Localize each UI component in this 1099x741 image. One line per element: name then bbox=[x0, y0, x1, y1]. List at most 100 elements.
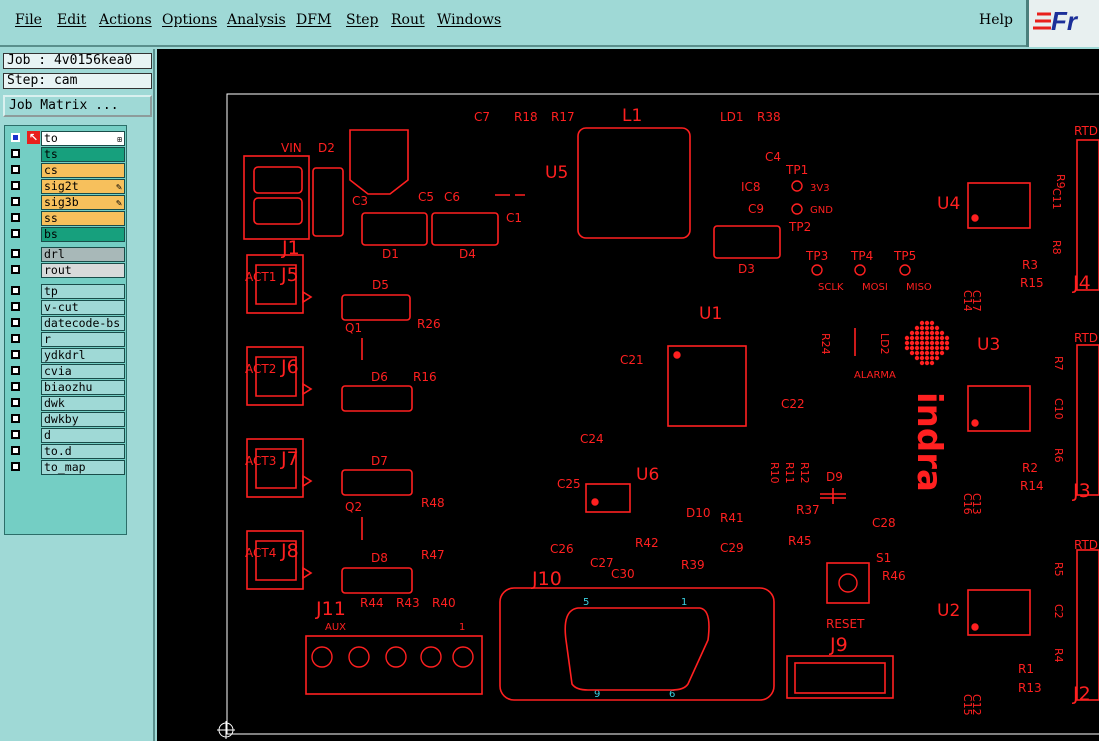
layer-visibility-checkbox[interactable] bbox=[11, 249, 20, 258]
layer-name[interactable]: biaozhu bbox=[41, 380, 125, 395]
layer-row-to[interactable]: ↖to⊞ bbox=[7, 131, 126, 146]
buzzer-hole bbox=[919, 340, 925, 346]
layer-name[interactable]: cvia bbox=[41, 364, 125, 379]
layer-name[interactable]: dwk bbox=[41, 396, 125, 411]
job-name-field: Job : 4v0156kea0 bbox=[3, 53, 152, 69]
buzzer-hole bbox=[929, 350, 935, 356]
layer-row-bs[interactable]: bs bbox=[7, 227, 126, 242]
layer-name[interactable]: to ⊞ bbox=[41, 131, 125, 146]
pcb-label-c13: C13 bbox=[970, 493, 983, 515]
act-connector-body bbox=[255, 448, 297, 489]
layer-row-dwk[interactable]: dwk bbox=[7, 396, 126, 411]
layer-name[interactable]: dwkby bbox=[41, 412, 125, 427]
layer-visibility-checkbox[interactable] bbox=[11, 165, 20, 174]
layer-visibility-checkbox[interactable] bbox=[11, 229, 20, 238]
layer-row-drl[interactable]: drl bbox=[7, 247, 126, 262]
layer-row-ss[interactable]: ss bbox=[7, 211, 126, 226]
pcb-label-d5: D5 bbox=[372, 278, 389, 292]
layer-name[interactable]: to.d bbox=[41, 444, 125, 459]
layer-visibility-checkbox[interactable] bbox=[11, 382, 20, 391]
buzzer-hole bbox=[939, 345, 945, 351]
layer-name[interactable]: drl bbox=[41, 247, 125, 262]
layer-visibility-checkbox[interactable] bbox=[11, 334, 20, 343]
layer-visibility-checkbox[interactable] bbox=[11, 446, 20, 455]
layer-row-cvia[interactable]: cvia bbox=[7, 364, 126, 379]
menu-file[interactable]: File bbox=[15, 12, 42, 28]
layer-name[interactable]: cs bbox=[41, 163, 125, 178]
layer-visibility-checkbox[interactable] bbox=[11, 265, 20, 274]
layer-row-tp[interactable]: tp bbox=[7, 284, 126, 299]
act-connector-outline bbox=[246, 254, 304, 314]
layer-name[interactable]: r bbox=[41, 332, 125, 347]
pcb-label-c16: C16 bbox=[961, 493, 974, 515]
layer-visibility-checkbox[interactable] bbox=[11, 213, 20, 222]
layer-name[interactable]: bs bbox=[41, 227, 125, 242]
menu-help[interactable]: Help bbox=[979, 12, 1013, 28]
layer-visibility-checkbox[interactable] bbox=[11, 414, 20, 423]
layer-name-label: sig2t bbox=[44, 179, 79, 193]
layer-name[interactable]: sig2t✎ bbox=[41, 179, 125, 194]
layer-visibility-checkbox[interactable] bbox=[11, 181, 20, 190]
layer-visibility-checkbox[interactable] bbox=[11, 350, 20, 359]
job-matrix-button[interactable]: Job Matrix ... bbox=[3, 95, 152, 117]
layer-row-to.d[interactable]: to.d bbox=[7, 444, 126, 459]
layer-row-sig2t[interactable]: sig2t✎ bbox=[7, 179, 126, 194]
layer-visibility-checkbox[interactable] bbox=[11, 318, 20, 327]
layer-row-ydkdrl[interactable]: ydkdrl bbox=[7, 348, 126, 363]
layer-name[interactable]: d bbox=[41, 428, 125, 443]
pin1-marker bbox=[673, 351, 681, 359]
layer-name[interactable]: sig3b✎ bbox=[41, 195, 125, 210]
layer-options-icon[interactable]: ⊞ bbox=[117, 135, 122, 144]
layer-row-r[interactable]: r bbox=[7, 332, 126, 347]
pcb-label-pin1: 1 bbox=[681, 597, 687, 608]
layer-visibility-checkbox[interactable] bbox=[11, 133, 20, 142]
layer-name[interactable]: ts bbox=[41, 147, 125, 162]
layer-row-sig3b[interactable]: sig3b✎ bbox=[7, 195, 126, 210]
layer-row-d[interactable]: d bbox=[7, 428, 126, 443]
layer-row-to_map[interactable]: to_map bbox=[7, 460, 126, 475]
menu-actions[interactable]: Actions bbox=[99, 12, 152, 28]
layer-name[interactable]: rout bbox=[41, 263, 125, 278]
layer-name[interactable]: to_map bbox=[41, 460, 125, 475]
layer-visibility-checkbox[interactable] bbox=[11, 430, 20, 439]
layer-row-v-cut[interactable]: v-cut bbox=[7, 300, 126, 315]
pcb-label-tp5: TP5 bbox=[893, 249, 916, 263]
layer-visibility-checkbox[interactable] bbox=[11, 398, 20, 407]
menu-edit[interactable]: Edit bbox=[57, 12, 87, 28]
layer-row-datecode-bs[interactable]: datecode-bs bbox=[7, 316, 126, 331]
layer-visibility-checkbox[interactable] bbox=[11, 149, 20, 158]
pcb-label-ld1: LD1 bbox=[720, 110, 744, 124]
layer-name[interactable]: ydkdrl bbox=[41, 348, 125, 363]
menu-analysis[interactable]: Analysis bbox=[227, 12, 286, 28]
layer-row-rout[interactable]: rout bbox=[7, 263, 126, 278]
layer-name-label: dwk bbox=[44, 396, 65, 410]
menu-windows[interactable]: Windows bbox=[437, 12, 502, 28]
buzzer-hole bbox=[914, 355, 920, 361]
layer-name[interactable]: datecode-bs bbox=[41, 316, 125, 331]
layer-name-label: to bbox=[44, 131, 58, 145]
pcb-label-r7: R7 bbox=[1052, 356, 1065, 371]
layer-row-ts[interactable]: ts bbox=[7, 147, 126, 162]
menu-step[interactable]: Step bbox=[346, 12, 379, 28]
layer-name[interactable]: ss bbox=[41, 211, 125, 226]
pcb-label-r24: R24 bbox=[819, 333, 832, 355]
layer-visibility-checkbox[interactable] bbox=[11, 286, 20, 295]
layer-name[interactable]: v-cut bbox=[41, 300, 125, 315]
layer-name[interactable]: tp bbox=[41, 284, 125, 299]
pcb-label-j10: J10 bbox=[531, 568, 562, 590]
layer-row-dwkby[interactable]: dwkby bbox=[7, 412, 126, 427]
layer-visibility-checkbox[interactable] bbox=[11, 366, 20, 375]
menu-rout[interactable]: Rout bbox=[391, 12, 425, 28]
layer-visibility-checkbox[interactable] bbox=[11, 302, 20, 311]
layer-visibility-checkbox[interactable] bbox=[11, 462, 20, 471]
menu-dfm[interactable]: DFM bbox=[296, 12, 332, 28]
layer-visibility-checkbox[interactable] bbox=[11, 197, 20, 206]
layer-row-cs[interactable]: cs bbox=[7, 163, 126, 178]
diode-d8-outline bbox=[341, 567, 413, 594]
menu-options[interactable]: Options bbox=[162, 12, 218, 28]
pcb-label-d10: D10 bbox=[686, 506, 711, 520]
buzzer-hole bbox=[919, 335, 925, 341]
layer-row-biaozhu[interactable]: biaozhu bbox=[7, 380, 126, 395]
buzzer-hole bbox=[919, 325, 925, 331]
